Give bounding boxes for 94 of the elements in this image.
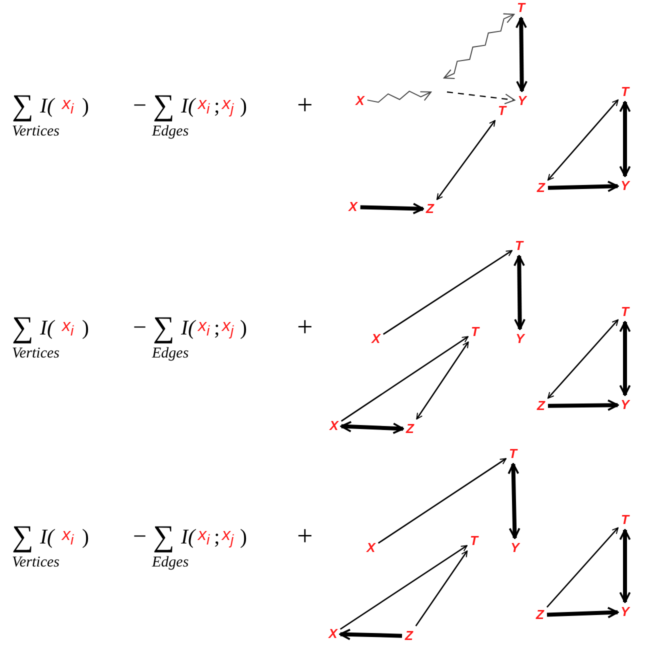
- math-symbol: I(: [181, 96, 195, 116]
- math-symbol: −: [133, 94, 147, 118]
- math-variable: x$_{j}$: [222, 317, 234, 339]
- math-variable: x$_{j}$: [222, 95, 234, 117]
- variable-label: X: [356, 94, 364, 108]
- math-symbol: −: [133, 316, 147, 340]
- variable-label: X: [328, 627, 338, 641]
- variable-label: Z: [536, 608, 544, 622]
- sum-symbol: ∑: [153, 522, 174, 552]
- math-symbol: I(: [40, 526, 54, 548]
- math-variable: x$_{i}$: [198, 526, 210, 548]
- sum-symbol: ∑: [153, 91, 174, 121]
- sum-symbol: ∑: [153, 313, 174, 343]
- math-symbol: ): [240, 318, 247, 338]
- arrow: [340, 545, 468, 630]
- variable-label: Z: [406, 422, 414, 436]
- math-symbol: I(: [40, 96, 54, 116]
- arrow: [547, 99, 619, 181]
- math-symbol: ): [82, 526, 89, 548]
- variable-label: T: [509, 447, 517, 461]
- arrow: [339, 628, 402, 640]
- subscript-label: Vertices: [12, 124, 60, 140]
- math-symbol: I(: [181, 526, 195, 548]
- sum-symbol: ∑: [12, 522, 34, 552]
- subscript-label: Vertices: [12, 556, 60, 570]
- math-symbol: +: [297, 92, 313, 120]
- variable-label: Y: [516, 332, 524, 346]
- variable-label: X: [348, 200, 358, 214]
- arrow: [378, 458, 507, 544]
- math-variable: x$_{i}$: [62, 317, 74, 339]
- variable-label: T: [621, 513, 629, 527]
- variable-label: Y: [620, 179, 630, 193]
- math-variable: x$_{i}$: [198, 317, 210, 339]
- variable-label: T: [621, 85, 629, 99]
- subscript-label: Edges: [152, 124, 189, 140]
- sum-symbol: ∑: [12, 313, 34, 343]
- arrow: [340, 420, 404, 434]
- variable-label: Z: [405, 629, 413, 643]
- math-symbol: ): [82, 318, 89, 338]
- arrow: [619, 321, 631, 396]
- arrow: [382, 250, 513, 335]
- math-symbol: ;: [214, 318, 220, 338]
- arrow: [436, 120, 496, 200]
- arrow: [619, 529, 631, 603]
- variable-label: T: [621, 305, 629, 319]
- variable-label: X: [330, 419, 338, 433]
- subscript-label: Vertices: [12, 346, 60, 362]
- wavy-arrow: [443, 13, 515, 80]
- arrow: [416, 342, 469, 420]
- sum-symbol: ∑: [12, 91, 34, 121]
- variable-label: Y: [620, 398, 630, 412]
- math-variable: x$_{i}$: [62, 526, 74, 548]
- variable-label: Z: [426, 202, 434, 216]
- variable-label: T: [515, 239, 523, 253]
- variable-label: T: [470, 534, 478, 548]
- math-symbol: ): [82, 96, 89, 116]
- arrow: [619, 101, 631, 177]
- math-symbol: ): [240, 526, 247, 548]
- variable-label: T: [517, 1, 525, 15]
- math-symbol: +: [297, 523, 313, 551]
- arrow: [547, 319, 619, 399]
- math-symbol: I(: [181, 318, 195, 338]
- variable-label: Z: [537, 399, 545, 413]
- math-symbol: ;: [214, 526, 220, 548]
- math-variable: x$_{j}$: [222, 526, 234, 548]
- arrow: [508, 463, 520, 539]
- variable-label: Y: [518, 94, 526, 108]
- math-variable: x$_{i}$: [62, 95, 74, 117]
- variable-label: Y: [510, 541, 520, 555]
- variable-label: X: [366, 541, 376, 555]
- math-symbol: ): [240, 96, 247, 116]
- math-symbol: I(: [40, 318, 54, 338]
- arrow: [548, 180, 619, 192]
- arrow: [513, 255, 526, 330]
- variable-label: Y: [620, 605, 630, 619]
- wavy-arrow: [366, 90, 432, 103]
- arrow: [340, 336, 469, 422]
- arrow: [360, 202, 424, 214]
- variable-label: X: [372, 332, 380, 346]
- math-symbol: ;: [214, 96, 220, 116]
- math-symbol: −: [133, 525, 147, 549]
- variable-label: T: [498, 104, 506, 118]
- math-variable: x$_{i}$: [198, 95, 210, 117]
- variable-label: Z: [537, 181, 545, 195]
- arrow: [548, 399, 619, 411]
- variable-label: T: [471, 325, 479, 339]
- subscript-label: Edges: [152, 556, 189, 570]
- arrow: [415, 550, 468, 626]
- arrow: [446, 91, 516, 104]
- arrow: [515, 17, 528, 92]
- arrow: [546, 606, 619, 618]
- math-symbol: +: [297, 314, 313, 342]
- arrow: [546, 527, 619, 608]
- subscript-label: Edges: [152, 346, 189, 362]
